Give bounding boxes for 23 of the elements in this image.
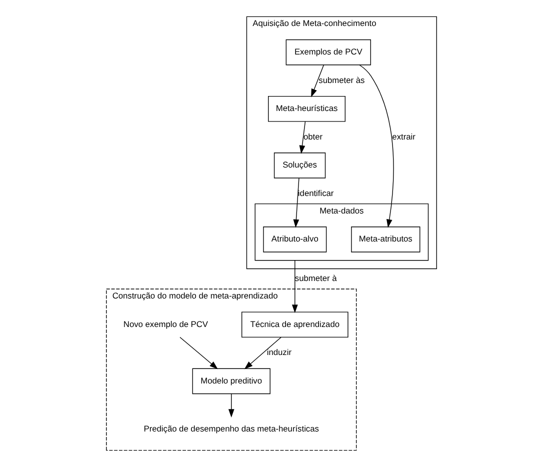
node-text: Novo exemplo de PCV (122, 318, 208, 329)
node-text: Predição de desempenho das meta-heurísticas (143, 424, 318, 434)
edge-label: extrair (392, 131, 415, 142)
node-box: Meta-heurísticas (268, 96, 346, 122)
arrow (298, 121, 306, 154)
edge-label: induzir (266, 347, 291, 358)
arrow (292, 178, 299, 228)
arrow (358, 64, 394, 228)
arrow (228, 394, 234, 418)
node-box: Modelo preditivo (192, 368, 270, 394)
edge-label: submeter à (294, 273, 336, 284)
node-box: Soluções (273, 152, 326, 178)
node-box: Técnica de aprendizado (240, 312, 348, 338)
edge-label: identificar (297, 188, 334, 198)
edge-label: submeter às (318, 74, 364, 85)
node-box: Meta-atributos (350, 226, 420, 252)
node-box: Exemplos de PCV (285, 39, 370, 66)
arrow (244, 336, 281, 370)
arrow (310, 64, 324, 98)
edge-label: obter (303, 131, 322, 142)
node-box: Atributo-alvo (262, 226, 326, 252)
arrow (291, 260, 298, 313)
arrow (179, 336, 218, 370)
